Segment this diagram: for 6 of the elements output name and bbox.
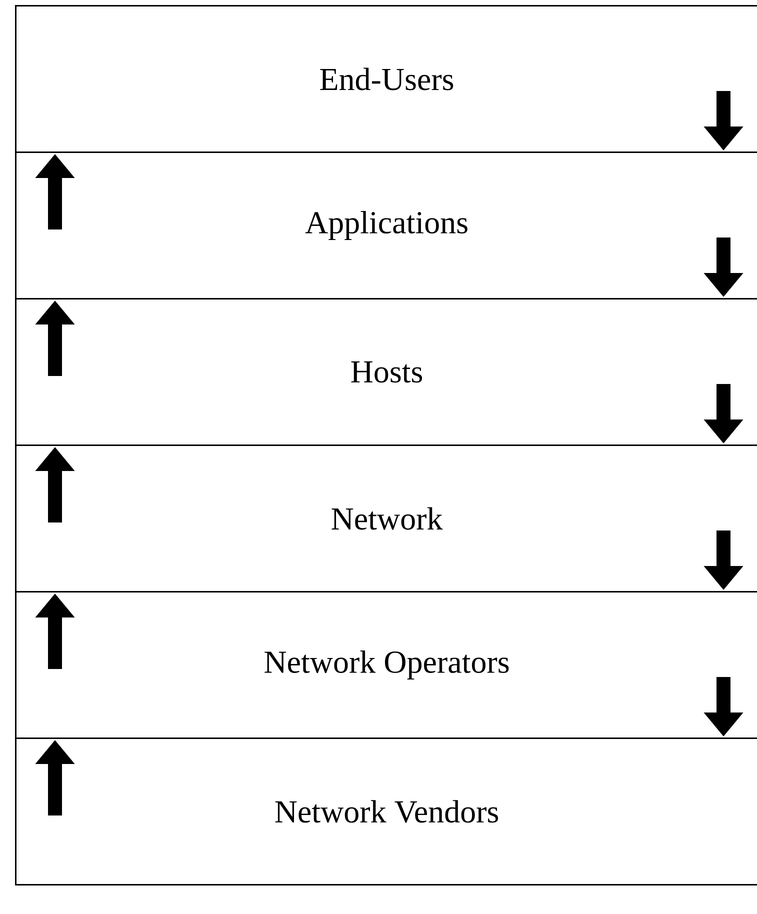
layer-band: Network	[15, 444, 757, 592]
layer-band: Network Operators	[15, 591, 757, 739]
layer-band: Network Vendors	[15, 738, 757, 886]
layer-band: End-Users	[15, 5, 757, 153]
layer-band: Hosts	[15, 298, 757, 446]
layer-band: Applications	[15, 152, 757, 300]
